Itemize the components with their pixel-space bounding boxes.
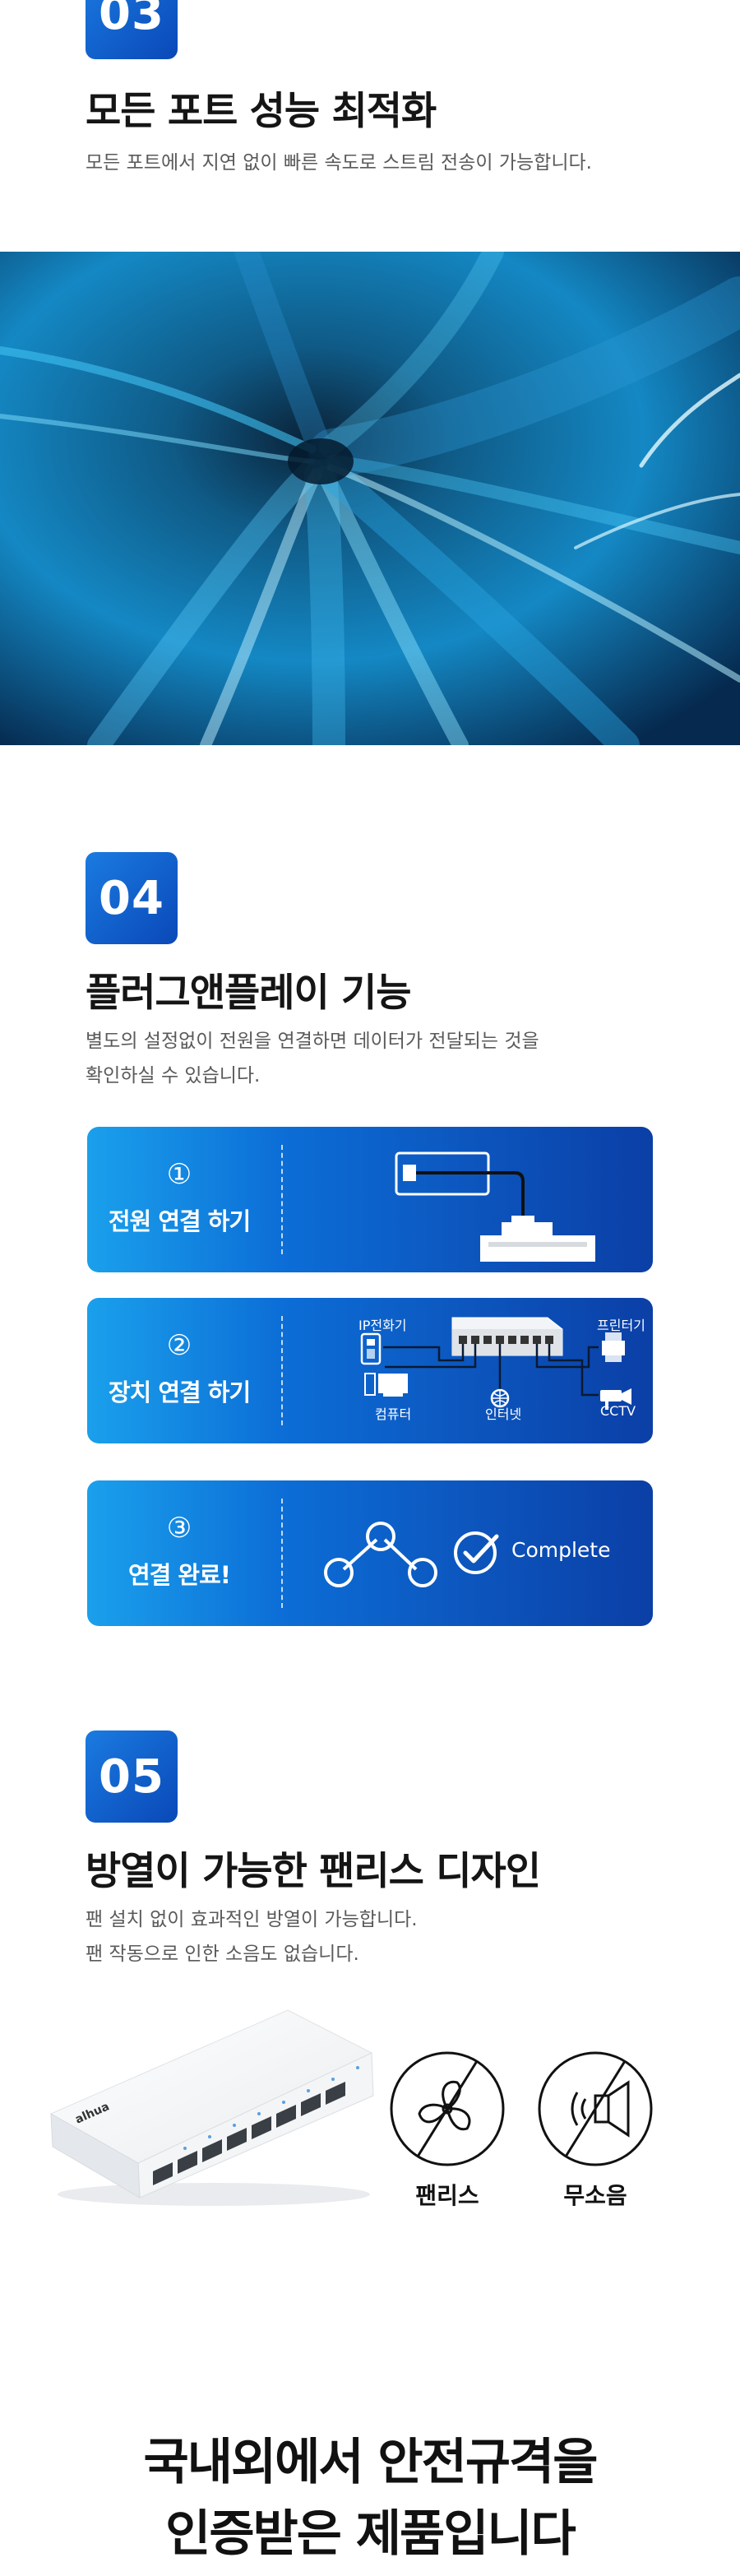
complete-text: Complete bbox=[511, 1538, 611, 1562]
section-badge-04: 04 bbox=[86, 852, 178, 944]
step-label: 전원 연결 하기 bbox=[108, 1207, 251, 1235]
step-number: ③ bbox=[166, 1512, 192, 1545]
fan-crossed-icon bbox=[390, 2051, 505, 2166]
section-badge-03: 03 bbox=[86, 0, 178, 59]
caption-cctv: CCTV bbox=[600, 1403, 636, 1419]
caption-internet: 인터넷 bbox=[485, 1406, 522, 1422]
network-nodes-icon bbox=[324, 1522, 437, 1587]
step-label: 연결 완료! bbox=[127, 1561, 231, 1589]
caption-ip-phone: IP전화기 bbox=[358, 1318, 407, 1333]
step-number: ② bbox=[166, 1329, 192, 1362]
caption-printer: 프린터기 bbox=[597, 1318, 645, 1333]
section-badge-05: 05 bbox=[86, 1730, 178, 1823]
speed-tunnel-image bbox=[0, 252, 740, 745]
power-connection-icon bbox=[395, 1151, 595, 1262]
step-card-complete: ③ 연결 완료! Complete bbox=[87, 1480, 653, 1626]
section-desc-05-line1: 팬 설치 없이 효과적인 방열이 가능합니다. bbox=[86, 1909, 418, 1930]
step-divider bbox=[281, 1145, 283, 1254]
certification-headline-line2: 인증받은 제품입니다 bbox=[165, 2505, 576, 2563]
step-divider bbox=[281, 1316, 283, 1425]
step-card-device: ② 장치 연결 하기 bbox=[87, 1298, 653, 1443]
step-number: ① bbox=[166, 1158, 192, 1191]
check-circle-icon bbox=[454, 1531, 499, 1574]
section-desc-04-line1: 별도의 설정없이 전원을 연결하면 데이터가 전달되는 것을 bbox=[86, 1031, 539, 1052]
section-desc-04-line2: 확인하실 수 있습니다. bbox=[86, 1065, 261, 1086]
certification-headline-line1: 국내외에서 안전규격을 bbox=[143, 2434, 599, 2491]
step-label: 장치 연결 하기 bbox=[108, 1378, 251, 1406]
step-card-power: ① 전원 연결 하기 bbox=[87, 1127, 653, 1272]
section-title-05: 방열이 가능한 팬리스 디자인 bbox=[86, 1849, 541, 1894]
silent-label: 무소음 bbox=[563, 2182, 627, 2209]
caption-computer: 컴퓨터 bbox=[375, 1406, 412, 1422]
switch-product-image: alhua bbox=[49, 2009, 374, 2206]
fanless-label: 팬리스 bbox=[415, 2182, 479, 2209]
device-network-diagram bbox=[360, 1317, 631, 1410]
step-divider bbox=[281, 1499, 283, 1608]
section-title-04: 플러그앤플레이 기능 bbox=[86, 971, 412, 1016]
section-desc-03: 모든 포트에서 지연 없이 빠른 속도로 스트림 전송이 가능합니다. bbox=[86, 152, 592, 174]
section-title-03: 모든 포트 성능 최적화 bbox=[86, 89, 437, 134]
speaker-crossed-icon bbox=[538, 2051, 653, 2166]
section-desc-05-line2: 팬 작동으로 인한 소음도 없습니다. bbox=[86, 1944, 359, 1965]
